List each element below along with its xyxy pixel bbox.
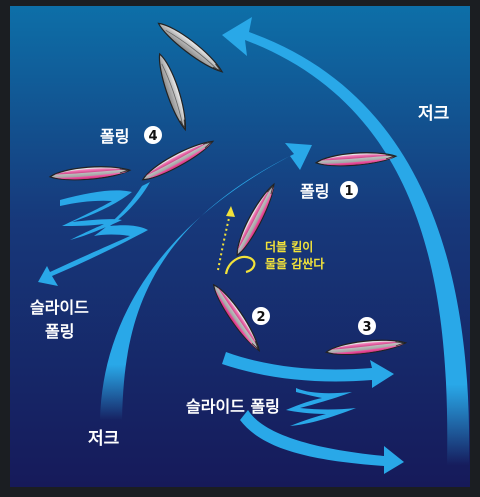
slide-arrow-left-upper bbox=[60, 190, 132, 240]
label-double-kill-line1: 더블 킬이 bbox=[265, 239, 313, 254]
label-slide-left-line2: 폴링 bbox=[45, 322, 74, 341]
double-kill-dotted-path bbox=[217, 213, 231, 271]
label-falling-1: 폴링 bbox=[300, 182, 329, 201]
step-badge-1: 1 bbox=[340, 181, 358, 199]
label-slide-bottom: 슬라이드 폴링 bbox=[186, 397, 280, 416]
water-wrap-curl bbox=[224, 255, 256, 275]
svg-text:3: 3 bbox=[362, 320, 371, 335]
slide-arrow-bottom-zig bbox=[286, 388, 356, 426]
label-falling-4: 폴링 bbox=[100, 127, 129, 146]
label-jerk-right: 저크 bbox=[418, 104, 450, 124]
label-double-kill-line2: 물을 감싼다 bbox=[265, 256, 324, 271]
label-slide-left-line1: 슬라이드 bbox=[30, 298, 89, 317]
svg-text:4: 4 bbox=[148, 129, 157, 144]
jerk-arrow-left bbox=[100, 143, 312, 420]
svg-text:2: 2 bbox=[256, 310, 265, 325]
label-jerk-bottom: 저크 bbox=[88, 429, 120, 449]
double-kill-arrowhead bbox=[226, 206, 235, 217]
slide-arrow-left-lower bbox=[38, 182, 150, 286]
step-badge-4: 4 bbox=[144, 126, 162, 144]
slide-arrow-bottom-upper bbox=[222, 352, 394, 388]
step-badge-3: 3 bbox=[358, 317, 376, 335]
svg-text:1: 1 bbox=[344, 184, 353, 199]
slide-arrow-bottom-lower bbox=[240, 410, 404, 474]
step-badge-2: 2 bbox=[252, 307, 270, 325]
